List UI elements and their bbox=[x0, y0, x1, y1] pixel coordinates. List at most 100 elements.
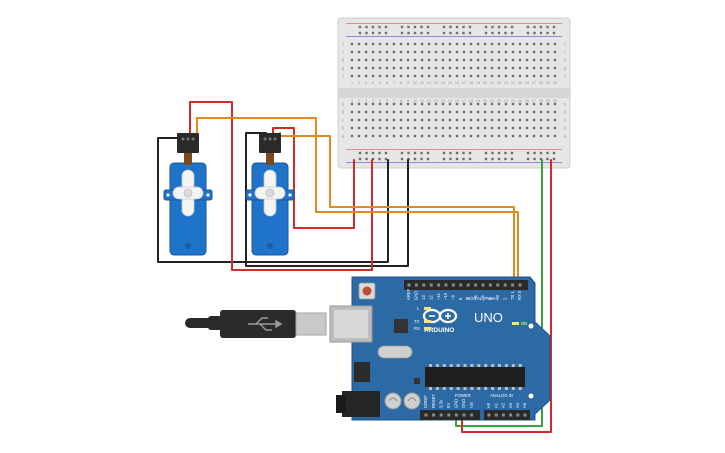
breadboard-hole bbox=[532, 110, 536, 114]
breadboard-hole bbox=[539, 102, 543, 106]
breadboard-hole bbox=[525, 66, 529, 70]
header-pin[interactable] bbox=[451, 283, 455, 287]
servo-screw bbox=[267, 243, 273, 249]
breadboard-hole bbox=[420, 110, 424, 114]
rail-hole bbox=[552, 31, 556, 35]
rail-hole bbox=[420, 157, 423, 161]
wire-servo1-ground[interactable] bbox=[157, 137, 389, 263]
breadboard-hole bbox=[504, 110, 508, 114]
header-pin[interactable] bbox=[503, 283, 507, 287]
breadboard-column-number: 15 bbox=[448, 98, 453, 103]
breadboard-column-number: 27 bbox=[532, 80, 537, 85]
status-leds: L TX RX ON bbox=[414, 306, 527, 331]
breadboard-hole bbox=[371, 58, 375, 62]
header-pin[interactable] bbox=[511, 283, 515, 287]
breadboard-column-number: 10 bbox=[413, 98, 418, 103]
header-pin[interactable] bbox=[407, 283, 411, 287]
breadboard-hole bbox=[448, 110, 452, 114]
header-pin[interactable] bbox=[414, 283, 418, 287]
header-pin[interactable] bbox=[459, 283, 463, 287]
breadboard-hole bbox=[364, 58, 368, 62]
breadboard-column-number: 29 bbox=[546, 80, 551, 85]
wire-servo2-power[interactable] bbox=[272, 127, 355, 229]
breadboard-hole bbox=[483, 118, 487, 122]
breadboard-column-number: 14 bbox=[441, 80, 446, 85]
breadboard-hole bbox=[357, 102, 361, 106]
rail-hole bbox=[526, 151, 530, 155]
header-pin[interactable] bbox=[494, 413, 498, 417]
header-pin[interactable] bbox=[422, 283, 426, 287]
header-pin[interactable] bbox=[429, 283, 433, 287]
breadboard-column-number: 2 bbox=[358, 80, 361, 85]
servo-screw bbox=[185, 243, 191, 249]
breadboard-hole bbox=[532, 66, 536, 70]
breadboard-hole bbox=[455, 102, 459, 106]
rail-hole bbox=[413, 25, 417, 29]
breadboard-column-number: 1 bbox=[351, 80, 354, 85]
pin-label: GND bbox=[461, 399, 466, 408]
svg-text:RX: RX bbox=[414, 326, 420, 331]
rail-hole bbox=[539, 25, 543, 29]
wire-servo1-power[interactable] bbox=[189, 101, 373, 271]
breadboard-column-number: 14 bbox=[441, 98, 446, 103]
breadboard-hole bbox=[511, 58, 515, 62]
dc-power-jack[interactable] bbox=[336, 391, 380, 417]
servo-cable bbox=[266, 153, 274, 165]
header-pin[interactable] bbox=[444, 283, 448, 287]
header-pin[interactable] bbox=[437, 283, 441, 287]
header-pin[interactable] bbox=[487, 413, 491, 417]
header-pin[interactable] bbox=[516, 413, 520, 417]
svg-text:TX: TX bbox=[414, 319, 420, 324]
servo-motor-1[interactable] bbox=[163, 133, 213, 256]
rail-hole bbox=[462, 25, 465, 29]
usb-cable[interactable] bbox=[185, 310, 327, 338]
wire-servo1-signal[interactable] bbox=[196, 117, 519, 285]
breadboard[interactable]: 1122334455667788991010111112121313141415… bbox=[337, 17, 571, 169]
header-pin[interactable] bbox=[481, 283, 485, 287]
header-pin[interactable] bbox=[454, 413, 458, 417]
breadboard-hole bbox=[455, 74, 459, 78]
header-pin[interactable] bbox=[488, 283, 492, 287]
rail-hole bbox=[413, 31, 417, 35]
breadboard-hole bbox=[469, 134, 473, 138]
breadboard-hole bbox=[406, 118, 410, 122]
pin-label: ~3 bbox=[495, 295, 500, 300]
header-pin[interactable] bbox=[466, 283, 470, 287]
rail-hole bbox=[533, 31, 536, 35]
breadboard-column-number: 8 bbox=[400, 98, 403, 103]
breadboard-hole bbox=[546, 50, 550, 54]
rail-hole bbox=[455, 151, 459, 155]
breadboard-hole bbox=[476, 74, 480, 78]
breadboard-hole bbox=[350, 118, 354, 122]
header-pin[interactable] bbox=[474, 283, 478, 287]
wire-servo2-ground[interactable] bbox=[245, 132, 409, 267]
header-pin[interactable] bbox=[501, 413, 505, 417]
breadboard-hole bbox=[427, 118, 431, 122]
header-pin[interactable] bbox=[439, 413, 443, 417]
header-pin[interactable] bbox=[470, 413, 474, 417]
breadboard-hole bbox=[364, 102, 368, 106]
breadboard-hole bbox=[357, 50, 361, 54]
header-pin[interactable] bbox=[523, 413, 527, 417]
wire-breadboard-gnd[interactable] bbox=[461, 159, 552, 433]
servo-motor-2[interactable] bbox=[245, 133, 295, 256]
breadboard-column-number: 2 bbox=[358, 98, 361, 103]
header-pin[interactable] bbox=[432, 413, 436, 417]
header-pin[interactable] bbox=[424, 413, 428, 417]
header-pin[interactable] bbox=[496, 283, 500, 287]
breadboard-column-number: 18 bbox=[469, 98, 474, 103]
header-pin[interactable] bbox=[509, 413, 513, 417]
breadboard-hole bbox=[434, 58, 438, 62]
breadboard-hole bbox=[504, 134, 508, 138]
chip-leg bbox=[463, 364, 467, 367]
breadboard-hole bbox=[511, 74, 515, 78]
header-pin[interactable] bbox=[447, 413, 451, 417]
board-model-text: UNO bbox=[474, 310, 503, 325]
header-pin[interactable] bbox=[462, 413, 466, 417]
header-pin[interactable] bbox=[518, 283, 522, 287]
